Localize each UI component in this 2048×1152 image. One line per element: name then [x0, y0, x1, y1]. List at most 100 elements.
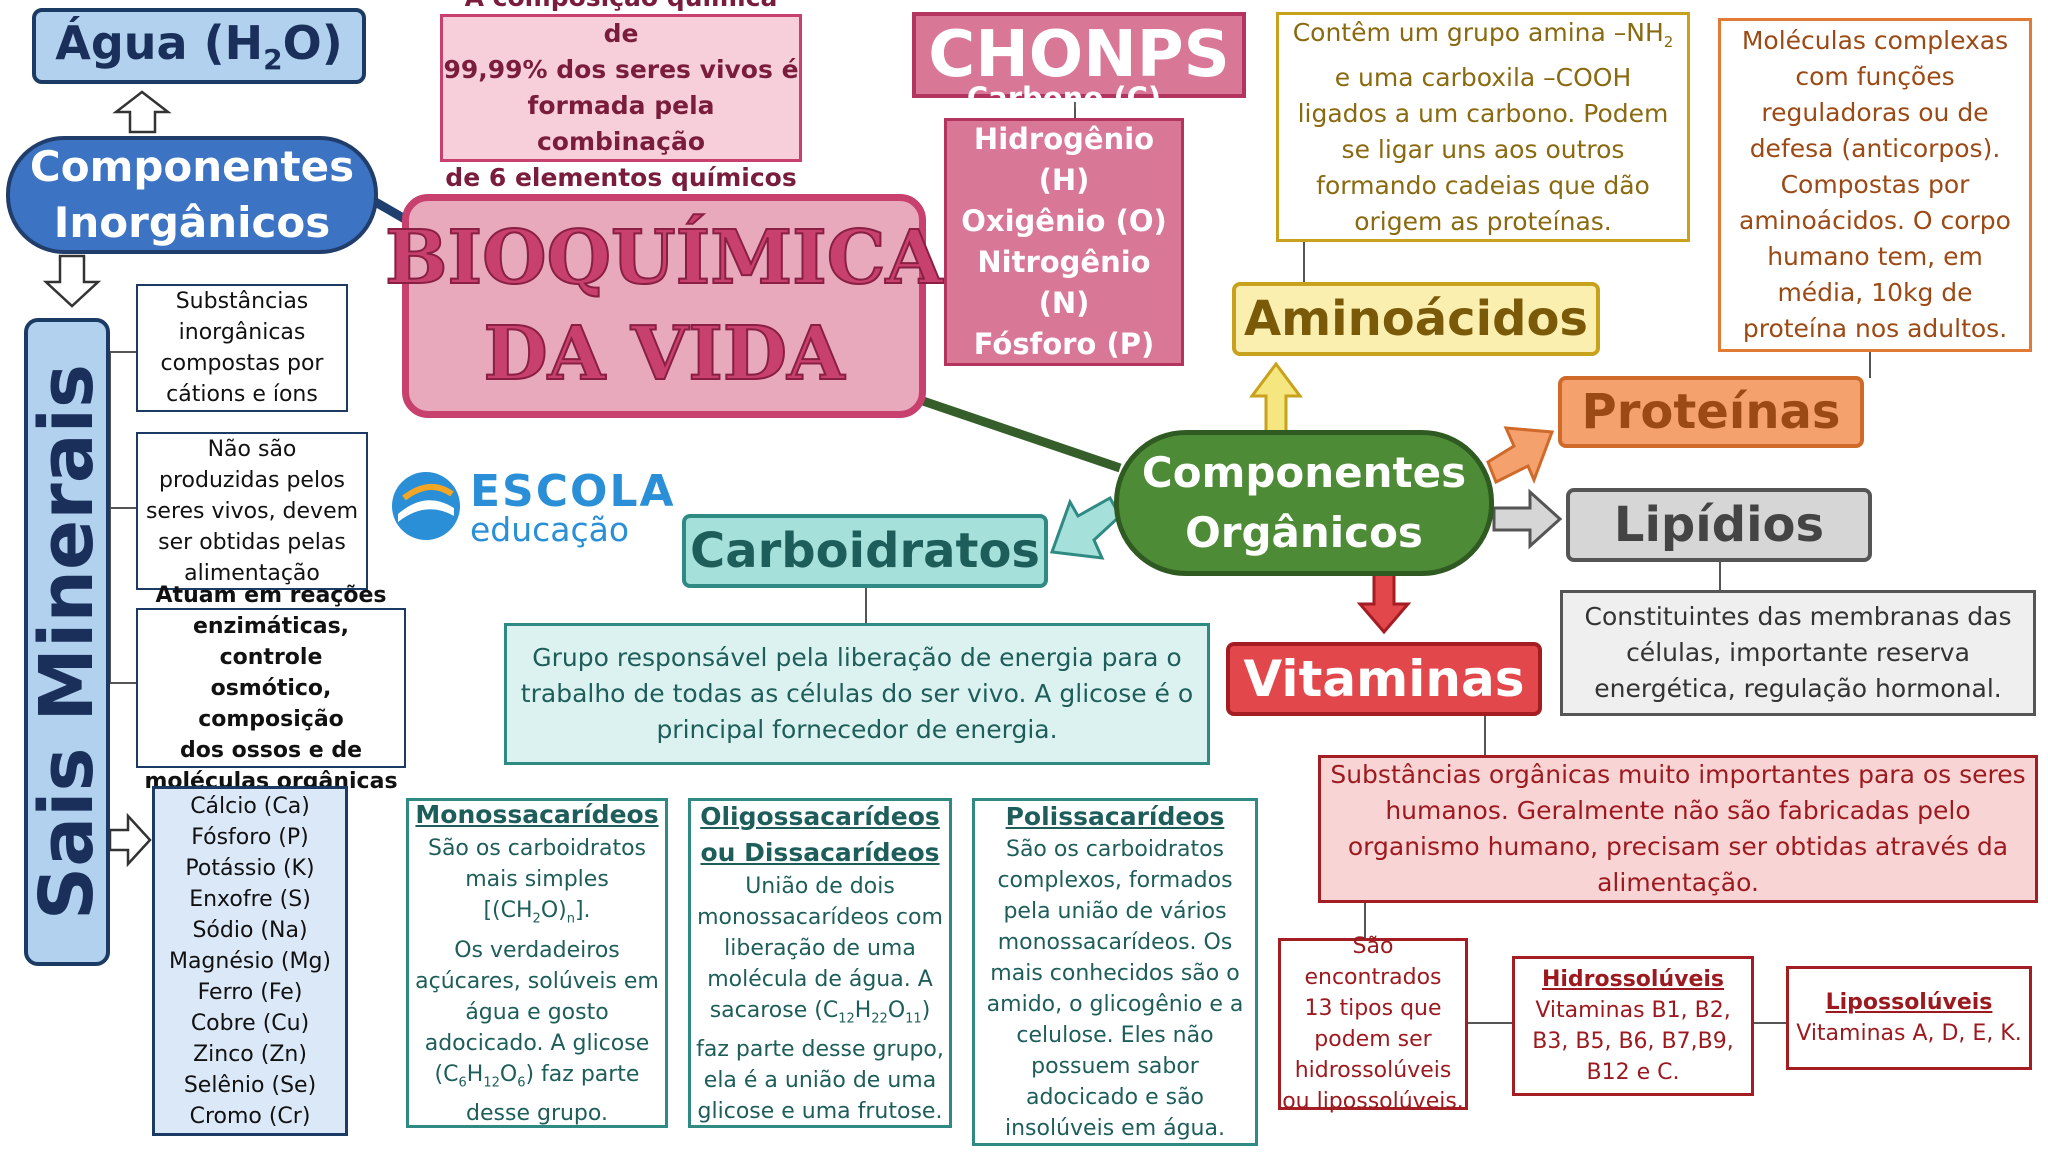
text-line: H: [854, 997, 872, 1023]
text-line: desse grupo.: [466, 1100, 608, 1126]
text-line: Substâncias: [175, 289, 309, 314]
text-line: Contêm um grupo amina –NH: [1292, 17, 1664, 47]
text-line: Não são: [207, 436, 297, 462]
list-item: Magnésio (Mg): [168, 948, 332, 974]
text-line: osmótico, composição: [198, 675, 344, 732]
logo-escola: ESCOLA: [470, 466, 676, 517]
inorganicos-node: Componentes Inorgânicos: [6, 136, 378, 254]
text-line: ligados a um carbono. Podem: [1297, 98, 1669, 128]
subscript: 12: [838, 1011, 855, 1027]
page-title-line2: DA VIDA: [483, 310, 846, 398]
subscript: n: [566, 911, 575, 927]
text-line: ou lipossolúveis.: [1282, 1089, 1464, 1114]
aminoacidos-desc: Contêm um grupo amina –NH2 e uma carboxi…: [1276, 12, 1690, 242]
text-line: se ligar uns aos outros: [1341, 134, 1625, 164]
text-line: e uma carboxila –COOH: [1334, 62, 1632, 92]
list-item: Cromo (Cr): [189, 1103, 311, 1129]
proteinas-title: Proteínas: [1581, 384, 1841, 440]
sais-minerais-title: Sais Minerais: [24, 363, 110, 921]
text-line: ) faz parte: [525, 1061, 640, 1087]
text-line: Vitaminas B1, B2,: [1535, 998, 1731, 1023]
page-title-line1: BIOQUÍMICA: [384, 214, 944, 302]
text-line: mais simples: [465, 867, 609, 893]
chonps-title: CHONPS: [928, 18, 1230, 92]
text-line: monossacarídeos com: [697, 904, 943, 930]
text-line: compostas por: [160, 351, 324, 376]
text-line: aminoácidos. O corpo: [1739, 206, 2011, 235]
vitaminas-node: Vitaminas: [1226, 642, 1542, 716]
text-line: São os carboidratos: [1005, 837, 1224, 862]
monossacarideos-box: Monossacarídeos São os carboidratos mais…: [406, 798, 668, 1128]
aminoacidos-node: Aminoácidos: [1232, 282, 1600, 356]
list-item: Potássio (K): [185, 855, 315, 881]
list-item: Enxofre (S): [972, 368, 1156, 402]
text-line: alimentação: [184, 560, 320, 586]
subscript: 2: [532, 911, 541, 927]
text-line: molécula de água. A: [707, 966, 933, 992]
lipossoluveis-title: Lipossolúveis: [1825, 990, 1993, 1015]
main-title-box: BIOQUÍMICA DA VIDA: [384, 194, 944, 418]
text-line: enzimáticas, controle: [192, 613, 350, 670]
text-line: proteína nos adultos.: [1742, 314, 2008, 343]
text-line: Substâncias orgânicas muito importantes …: [1330, 760, 2026, 789]
organicos-node: Componentes Orgânicos: [1114, 430, 1494, 576]
text-line: seres vivos, devem: [145, 498, 359, 524]
text-line: formada pela combinação: [527, 91, 715, 156]
list-item: Carbono (C): [966, 81, 1162, 115]
list-item: Hidrogênio (H): [973, 122, 1155, 197]
text-line: (C: [434, 1061, 459, 1087]
carboidratos-node: Carboidratos: [682, 514, 1048, 588]
sais-minerais-box: Sais Minerais: [24, 318, 110, 966]
subscript: 11: [905, 1011, 922, 1027]
text-line: possuem sabor: [1031, 1054, 1199, 1079]
text-line: (C6H12O6) faz parte: [435, 1059, 640, 1098]
text-line: monossacarídeos. Os: [997, 930, 1233, 955]
text-line: Água (H: [55, 15, 264, 70]
inorganicos-line1: Componentes: [29, 142, 355, 191]
polissacarideos-title: Polissacarídeos: [1005, 802, 1225, 831]
text-line: células, importante reserva: [1626, 638, 1970, 667]
text-line: H: [466, 1061, 484, 1087]
escola-logo: ESCOLA educação: [390, 466, 680, 549]
text-line: defesa (anticorpos).: [1749, 134, 2001, 163]
list-item: Ferro (Fe): [197, 979, 303, 1005]
list-item: Cálcio (Ca): [190, 793, 310, 819]
carboidratos-title: Carboidratos: [690, 523, 1040, 579]
text-line: Compostas por: [1780, 170, 1970, 199]
text-line: açúcares, solúveis em: [415, 968, 659, 994]
text-line: humanos. Geralmente não são fabricadas p…: [1385, 796, 1971, 825]
text-line: O: [887, 997, 906, 1023]
text-line: Grupo responsável pela liberação de ener…: [532, 643, 1182, 672]
text-line: água e gosto: [465, 999, 609, 1025]
logo-educacao: educação: [470, 510, 630, 549]
text-line: O): [282, 15, 343, 70]
text-line: com funções: [1795, 62, 1955, 91]
text-line: insolúveis em água.: [1005, 1116, 1225, 1141]
aminoacidos-title: Aminoácidos: [1244, 291, 1588, 347]
text-line: produzidas pelos: [159, 467, 345, 493]
text-line: pela união de vários: [1003, 899, 1227, 924]
subscript: 22: [871, 1011, 888, 1027]
agua-label: Água (H2O): [55, 16, 342, 76]
list-item: Zinco (Zn): [193, 1041, 307, 1067]
minerals-list: Cálcio (Ca) Fósforo (P) Potássio (K) Enx…: [152, 786, 348, 1136]
text-line: adocicado. A glicose: [424, 1030, 650, 1056]
text-line: O: [499, 1061, 518, 1087]
text-line: dos ossos e de: [179, 737, 363, 763]
logo-icon: [392, 472, 460, 540]
text-line: São encontrados: [1304, 934, 1442, 990]
text-line: 99,99% dos seres vivos é: [443, 55, 799, 84]
text-line: mais conhecidos são o: [990, 961, 1240, 986]
list-item: Sódio (Na): [192, 917, 308, 943]
text-line: Contêm um grupo amina –NH2: [1293, 15, 1674, 60]
vitaminas-title: Vitaminas: [1243, 650, 1525, 708]
sais-desc-2: Não são produzidas pelos seres vivos, dev…: [136, 432, 368, 590]
subscript: 2: [1663, 32, 1674, 51]
oligossacarideos-title: Oligossacarídeos: [700, 801, 940, 831]
